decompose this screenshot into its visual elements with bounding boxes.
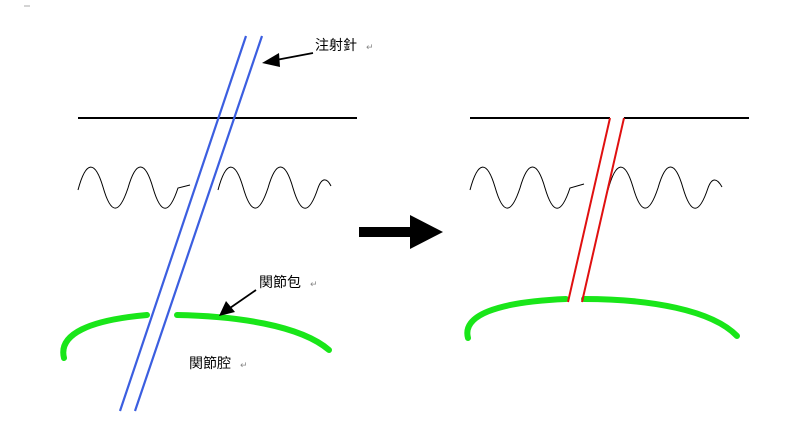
needle-pointer-arrowhead [262, 53, 280, 67]
needle-pointer-arrow [275, 52, 314, 61]
needle-line-left [118, 35, 248, 412]
cavity-label-return-mark: ↵ [240, 361, 248, 371]
cavity-label: 関節腔 [189, 355, 231, 372]
capsule-pointer-arrow [229, 289, 257, 309]
after-tissue-wave-right [607, 166, 723, 209]
needle-line-right [133, 35, 264, 412]
after-joint-capsule-arc-right [581, 296, 740, 339]
after-joint-capsule-arc-left [464, 296, 569, 341]
tissue-wave-left [77, 166, 191, 209]
after-tissue-wave-left [469, 166, 585, 209]
before-panel: 注射針 ↵ 関節包 ↵ 関節腔 ↵ [60, 35, 374, 412]
transition-arrow [359, 215, 443, 249]
capsule-label-return-mark: ↵ [310, 280, 318, 290]
needle-track-line-right [581, 117, 625, 303]
after-panel [464, 117, 749, 341]
needle-label-return-mark: ↵ [366, 43, 374, 53]
capsule-pointer-arrowhead [219, 301, 235, 316]
needle-track-line-left [567, 117, 611, 303]
transition-arrow-shaft [359, 227, 413, 237]
tissue-wave-right [217, 166, 332, 209]
capsule-label: 関節包 [259, 274, 301, 291]
joint-capsule-arc-left [60, 312, 150, 361]
transition-arrow-head [410, 215, 443, 249]
needle-label: 注射針 [315, 38, 357, 54]
joint-capsule-arc-right [174, 312, 332, 353]
